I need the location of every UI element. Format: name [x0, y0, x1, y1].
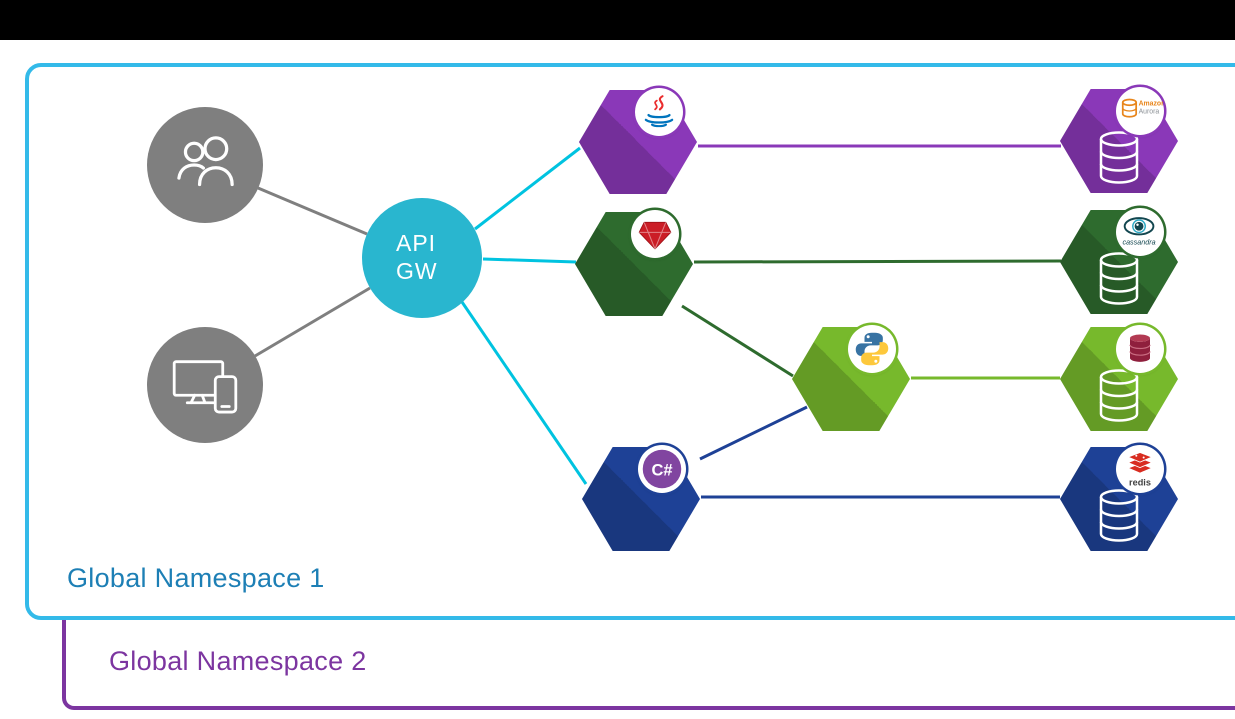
dynamodb-db-node: [1060, 325, 1178, 431]
python-logo: [855, 332, 889, 366]
namespace-1-box: Global Namespace 1: [25, 63, 1235, 620]
csharp-badge: C#: [638, 445, 686, 493]
cassandra-db-node: cassandra: [1060, 208, 1178, 314]
cassandra-logo-text: cassandra: [1122, 238, 1155, 246]
users-icon: [177, 136, 234, 187]
aurora-logo-text-line2: Aurora: [1139, 108, 1160, 115]
java-service-node: [579, 88, 697, 194]
ruby-service-node: [575, 210, 693, 316]
java-badge: [635, 88, 683, 136]
namespace-2-box: Global Namespace 2: [62, 620, 1235, 710]
users-circle: [147, 107, 263, 223]
python-badge: [848, 325, 896, 373]
aurora-badge: Amazon Aurora: [1116, 87, 1164, 135]
redis-badge: redis: [1116, 445, 1164, 493]
python-service-node: [792, 325, 910, 431]
api-gateway-label-line2: GW: [396, 258, 438, 284]
aurora-logo-text-line1: Amazon: [1139, 100, 1163, 107]
ruby-logo: [638, 221, 672, 251]
users-node: [147, 107, 263, 223]
dynamodb-badge: [1116, 325, 1164, 373]
aurora-db-node: Amazon Aurora: [1060, 87, 1178, 193]
csharp-logo-text: C#: [651, 461, 672, 479]
api-gateway-node: API GW: [362, 198, 482, 318]
amazon-aurora-logo: Amazon Aurora: [1121, 98, 1163, 118]
redis-logo-text: redis: [1129, 478, 1151, 488]
api-gateway-label-line1: API: [396, 230, 437, 257]
database-icon: [1099, 131, 1139, 184]
red-database-logo: [1129, 334, 1151, 362]
redis-db-node: redis: [1060, 445, 1178, 551]
cassandra-badge: cassandra: [1116, 208, 1164, 256]
api-gateway-circle: API GW: [362, 198, 482, 318]
csharp-service-node: C#: [582, 445, 700, 551]
java-logo: [644, 95, 674, 128]
cassandra-logo: cassandra: [1122, 217, 1156, 246]
redis-logo: redis: [1127, 452, 1153, 488]
database-icon: [1099, 369, 1139, 422]
database-icon: [1099, 489, 1139, 542]
namespace-2-label: Global Namespace 2: [109, 646, 367, 676]
database-icon: [1099, 252, 1139, 305]
devices-node: [147, 327, 263, 443]
top-black-bar: [0, 0, 1235, 40]
devices-circle: [147, 327, 263, 443]
desktop-mobile-icon: [172, 360, 238, 414]
csharp-logo: C#: [642, 449, 682, 489]
ruby-badge: [631, 210, 679, 258]
namespace-1-label: Global Namespace 1: [67, 563, 325, 593]
